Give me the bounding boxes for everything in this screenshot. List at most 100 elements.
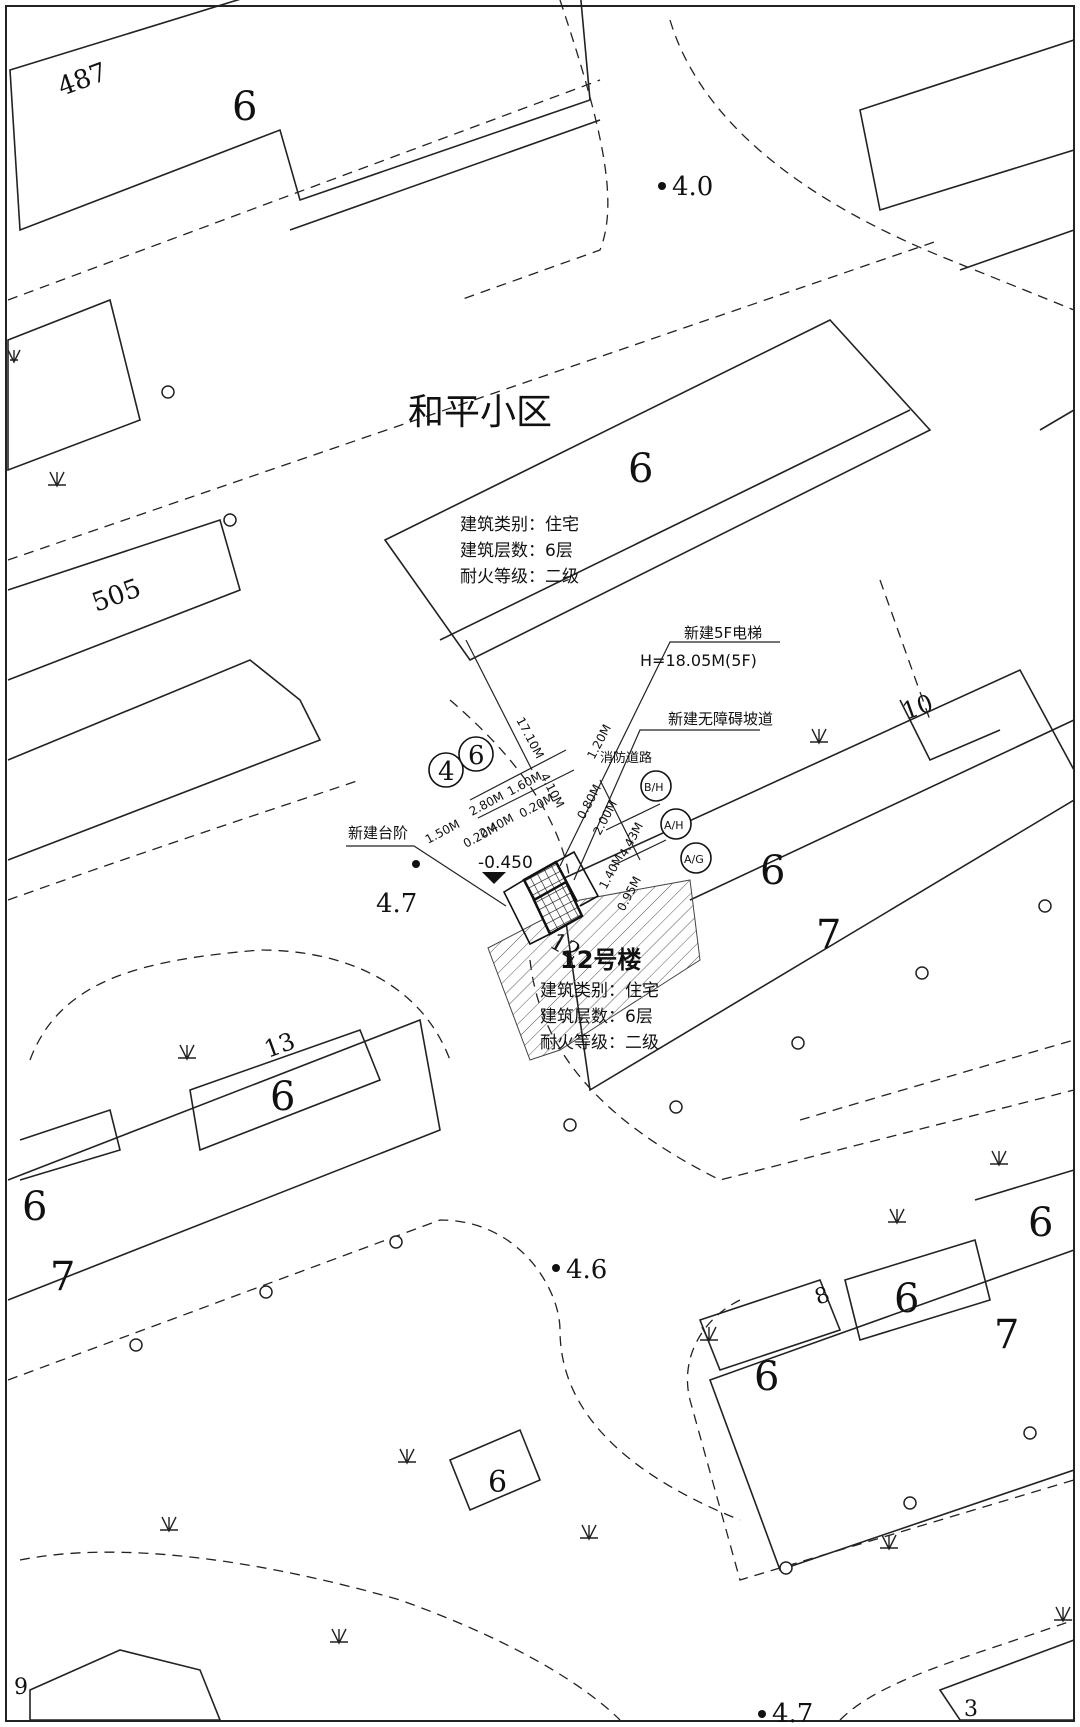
boundary-line xyxy=(839,1619,1075,1721)
dimension-label: 1.50M xyxy=(423,817,462,847)
building-outline xyxy=(859,38,1075,212)
tree-marker xyxy=(791,1036,805,1050)
dimension-label: 1.40M xyxy=(596,852,626,891)
elevation-point xyxy=(552,1264,560,1272)
tree-marker xyxy=(161,385,175,399)
boundary-line xyxy=(686,1299,1075,1581)
building-number: 505 xyxy=(88,573,145,618)
grass-symbol xyxy=(48,471,66,488)
tree-marker xyxy=(903,1496,917,1510)
floor-count: 6 xyxy=(270,1074,295,1120)
building-outline xyxy=(29,1649,222,1721)
grass-symbol xyxy=(888,1208,906,1225)
tree-marker xyxy=(1038,899,1052,913)
axis-bubble xyxy=(640,770,672,802)
dimension-line xyxy=(605,803,661,831)
new-elevator xyxy=(502,850,600,946)
dimension-line xyxy=(469,749,567,801)
new-ramp-label: 新建无障碍坡道 xyxy=(668,710,773,728)
grass-symbol xyxy=(990,1150,1008,1167)
building-number: 3 xyxy=(964,1697,978,1722)
floor-count: 6 xyxy=(22,1184,47,1230)
dimension-line xyxy=(599,779,641,861)
elevation-point xyxy=(412,860,420,868)
building-outline xyxy=(708,1248,1075,1572)
boundary-line xyxy=(7,239,941,561)
building-outline xyxy=(1039,409,1075,431)
grass-symbol xyxy=(398,1448,416,1465)
elevation-label: 4.7 xyxy=(376,889,417,919)
building-outline xyxy=(189,1028,382,1152)
tree-marker xyxy=(1023,1426,1037,1440)
elevation-label: 4.6 xyxy=(566,1255,607,1285)
dimension-label: 17.10M xyxy=(513,715,546,761)
building-12-title: 12号楼 xyxy=(560,946,641,974)
building-outline xyxy=(559,668,1075,1092)
leader-line xyxy=(346,845,507,907)
building-outline xyxy=(974,1169,1075,1201)
floor-count: 7 xyxy=(994,1312,1019,1358)
building-12-label: 建筑类别：住宅 xyxy=(540,981,659,1001)
level-marker xyxy=(482,872,506,884)
elevation-point xyxy=(658,182,666,190)
building-outline xyxy=(844,1238,991,1342)
boundary-line xyxy=(19,1551,621,1721)
building-12-label: 建筑层数：6层 xyxy=(540,1007,653,1027)
district-name: 和平小区 xyxy=(408,392,552,433)
boundary-line xyxy=(29,949,451,1061)
floor-count: 6 xyxy=(232,84,257,130)
building-outline xyxy=(7,298,141,472)
building-outline xyxy=(448,1428,542,1512)
dimension-line xyxy=(611,839,667,867)
building-number: 8 xyxy=(812,1282,834,1310)
grass-symbol xyxy=(178,1044,196,1061)
building-outline xyxy=(439,409,911,641)
building-outline xyxy=(959,229,1075,271)
floor-level: -0.450 xyxy=(478,853,533,873)
fire-road-label: 消防道路 xyxy=(600,750,652,766)
boundary-line xyxy=(7,79,601,301)
boundary-line xyxy=(459,0,609,301)
building-outline xyxy=(19,1108,121,1181)
dimension-line xyxy=(465,639,533,771)
elevation-point xyxy=(758,1710,766,1718)
grass-symbol xyxy=(330,1628,348,1645)
grass-symbol xyxy=(880,1534,898,1551)
leader-line xyxy=(559,641,780,867)
drawing-frame xyxy=(5,5,1075,1722)
axis-bubble-label: A/G xyxy=(684,853,704,866)
floor-count: 6 xyxy=(628,446,653,492)
building-outline xyxy=(7,518,241,681)
tree-marker xyxy=(915,966,929,980)
new-steps-label: 新建台阶 xyxy=(348,824,408,842)
building-outline xyxy=(7,1018,441,1301)
dimension-line xyxy=(477,769,575,819)
grass-symbol xyxy=(1054,1606,1072,1623)
boundary-line xyxy=(669,19,1075,311)
dimension-label: 4.43M xyxy=(616,820,646,859)
axis-bubble-label: 6 xyxy=(468,741,485,771)
tree-marker xyxy=(669,1100,683,1114)
grass-symbol xyxy=(160,1516,178,1533)
elevation-label: 4.7 xyxy=(772,1699,813,1727)
floor-count: 6 xyxy=(760,848,785,894)
floor-count: 7 xyxy=(50,1254,75,1300)
floor-count: 6 xyxy=(894,1276,919,1322)
leader-line xyxy=(573,729,760,881)
tree-marker xyxy=(223,513,237,527)
building-outline xyxy=(938,1638,1075,1721)
main-block-label: 耐火等级：二级 xyxy=(460,567,579,587)
boundary-line xyxy=(7,1219,741,1521)
building-outline xyxy=(9,0,591,232)
building-outline xyxy=(899,699,1001,762)
axis-bubble-label: 4 xyxy=(438,757,455,787)
elevator-height: H=18.05M(5F) xyxy=(640,651,757,670)
floor-count: 7 xyxy=(816,912,841,958)
main-block-label: 建筑类别：住宅 xyxy=(460,515,579,535)
floor-count: 6 xyxy=(488,1465,507,1500)
floor-count: 6 xyxy=(1028,1200,1053,1246)
grass-symbol xyxy=(700,1326,718,1343)
axis-bubble xyxy=(680,842,712,874)
building-number: 10 xyxy=(898,689,936,726)
